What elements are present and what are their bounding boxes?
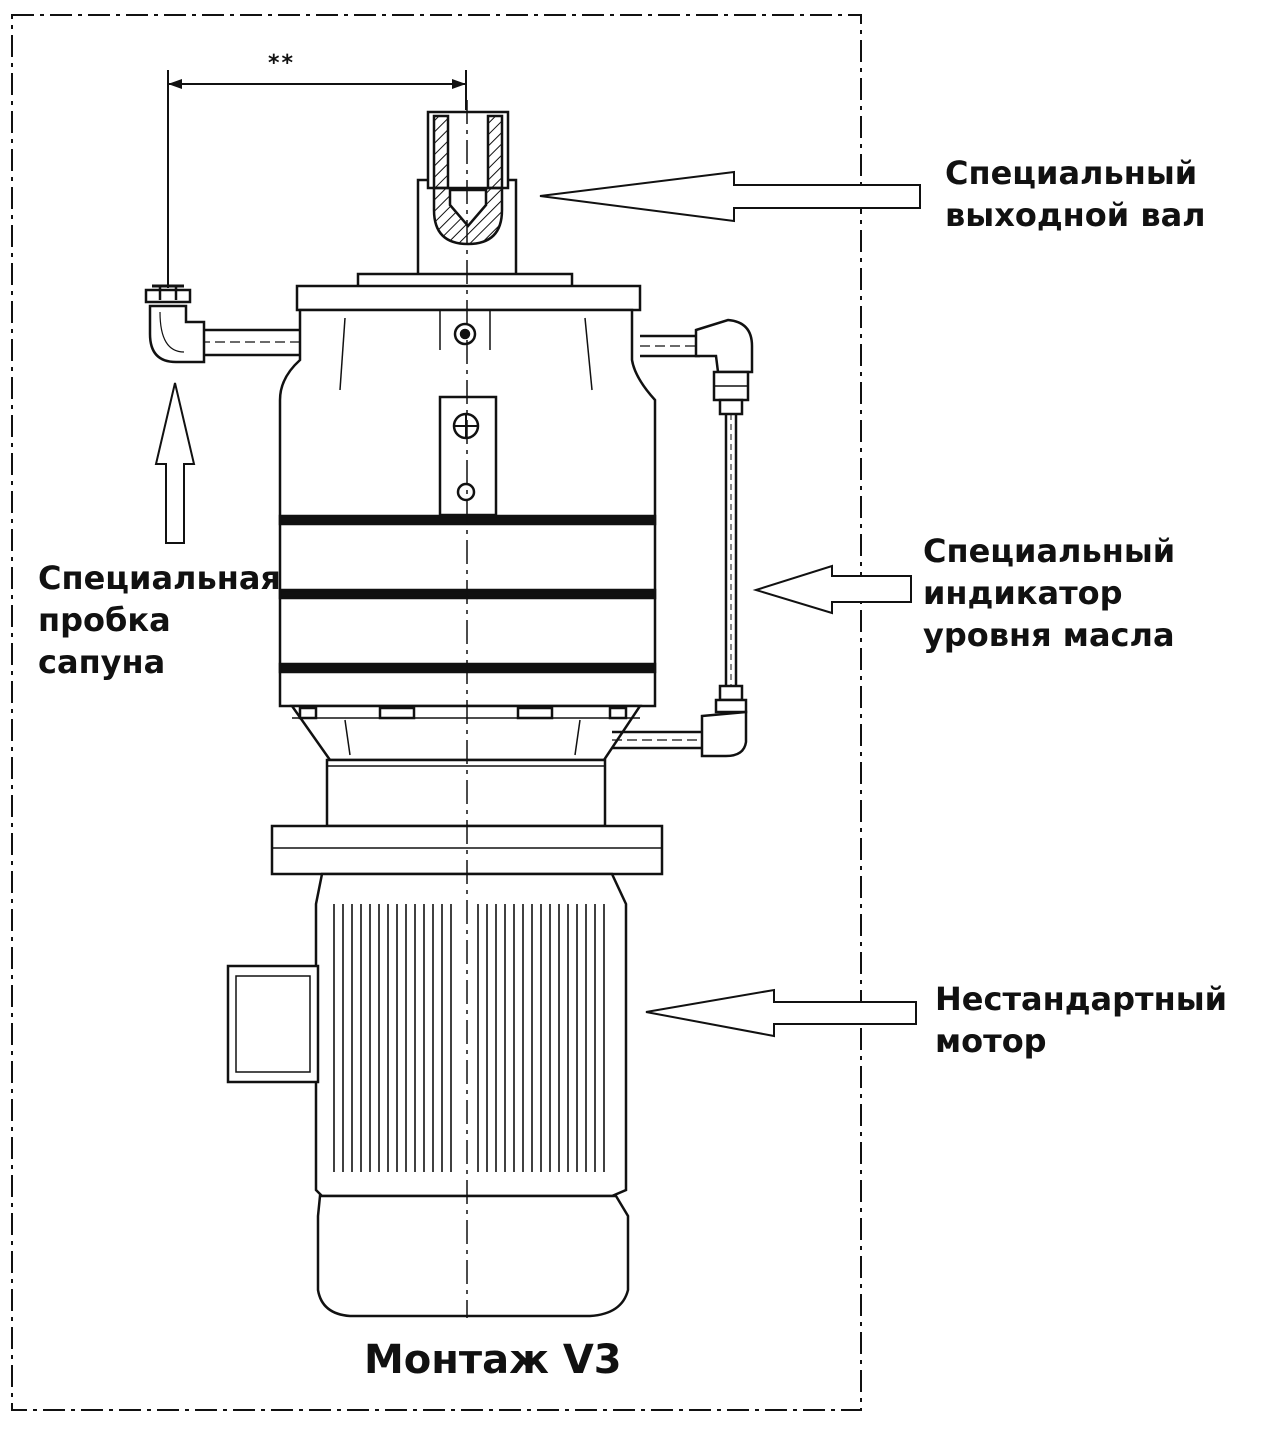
gearbox-adaptor: [289, 704, 643, 828]
callout-motor-line-2: мотор: [935, 1022, 1047, 1060]
oil-level-indicator: [612, 318, 754, 758]
top-flange: [295, 284, 642, 312]
callout-motor: Нестандартный мотор: [935, 978, 1227, 1062]
output-shaft: [356, 110, 574, 290]
callout-oil-line-3: уровня масла: [923, 616, 1175, 654]
callout-output-shaft-line-1: Специальный: [945, 154, 1198, 192]
callout-oil-line-2: индикатор: [923, 574, 1123, 612]
dimension-mark: **: [268, 51, 296, 76]
callout-breather-line-1: Специальная: [38, 559, 281, 597]
callout-breather-plug: Специальная пробка сапуна: [38, 557, 281, 683]
callout-breather-line-2: пробка: [38, 601, 171, 639]
callout-output-shaft-line-2: выходной вал: [945, 196, 1206, 234]
dimension-line: [167, 70, 467, 288]
diagram-title: Монтаж V3: [364, 1337, 622, 1383]
arrow-motor: [645, 988, 917, 1038]
arrow-oil-indicator: [752, 564, 912, 615]
callout-oil-line-1: Специальный: [923, 532, 1176, 570]
arrow-breather: [154, 382, 196, 544]
callout-breather-line-3: сапуна: [38, 643, 166, 681]
breather-pipe: [144, 284, 300, 364]
outer-frame: [11, 14, 862, 1411]
motor-body: [226, 872, 630, 1318]
callout-oil-indicator: Специальный индикатор уровня масла: [923, 530, 1175, 656]
arrow-output-shaft: [539, 170, 921, 223]
callout-motor-line-1: Нестандартный: [935, 980, 1228, 1018]
callout-output-shaft: Специальный выходной вал: [945, 152, 1206, 236]
